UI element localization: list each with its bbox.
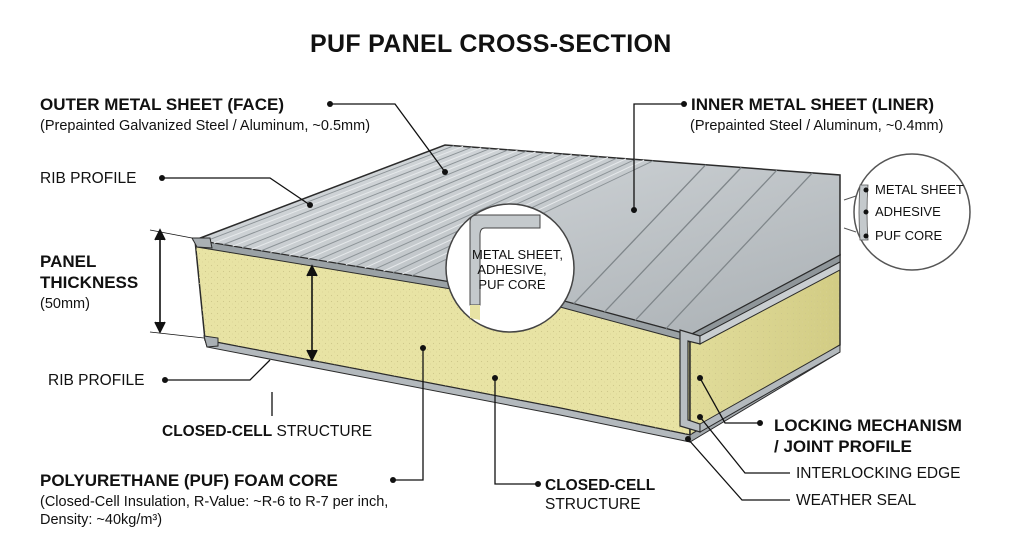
magnifier-center-line3: PUF CORE xyxy=(478,277,546,292)
rib-line-broad xyxy=(573,164,707,305)
label-locking-line2: / JOINT PROFILE xyxy=(774,437,912,456)
label-closed-cell-left-bold: CLOSED-CELL xyxy=(162,423,273,440)
rib-line xyxy=(279,150,527,255)
label-foam-core-spec-line1: (Closed-Cell Insulation, R-Value: ~R-6 t… xyxy=(40,494,389,510)
magnifier-center-line2: ADHESIVE, xyxy=(477,262,547,277)
label-panel-thickness-value: (50mm) xyxy=(40,296,90,312)
rib-line xyxy=(223,146,473,246)
label-inner-sheet: INNER METAL SHEET (LINER) xyxy=(691,95,935,114)
label-locking-line1: LOCKING MECHANISM xyxy=(774,416,962,435)
leader-lines xyxy=(162,103,790,501)
left-joint-groove xyxy=(191,237,219,348)
rib-line xyxy=(204,145,455,243)
label-interlocking-edge: INTERLOCKING EDGE xyxy=(796,465,961,482)
label-inner-sheet-spec: (Prepainted Steel / Aluminum, ~0.4mm) xyxy=(690,118,944,134)
rib-line xyxy=(355,156,600,267)
magnifier-center xyxy=(445,203,575,333)
rib-line-broad xyxy=(634,169,778,321)
magnifier-right xyxy=(843,153,971,271)
rib-line xyxy=(307,152,554,260)
label-rib-profile-top: RIB PROFILE xyxy=(40,170,137,187)
label-closed-cell-bottom-line2: STRUCTURE xyxy=(545,496,641,513)
label-outer-sheet: OUTER METAL SHEET (FACE) xyxy=(40,95,284,114)
label-closed-cell-left-rest: STRUCTURE xyxy=(272,423,373,440)
rib-line xyxy=(260,149,509,252)
label-rib-profile-bottom: RIB PROFILE xyxy=(48,372,145,389)
magnifier-center-line1: METAL SHEET, xyxy=(472,247,564,262)
page-title: PUF PANEL CROSS-SECTION xyxy=(310,30,672,58)
label-foam-core: POLYURETHANE (PUF) FOAM CORE xyxy=(40,471,338,490)
rib-line xyxy=(336,154,581,264)
rib-line-broad xyxy=(665,172,813,329)
label-panel-thickness-line2: THICKNESS xyxy=(40,273,139,292)
label-foam-core-spec-line2: Density: ~40kg/m³) xyxy=(40,512,163,528)
rib-line xyxy=(298,152,545,258)
rib-line xyxy=(326,154,572,263)
rib-line xyxy=(241,147,491,249)
rib-line xyxy=(251,148,500,250)
label-closed-cell-left: CLOSED-CELL STRUCTURE xyxy=(162,423,372,441)
magnifier-right-line3: PUF CORE xyxy=(875,228,943,243)
label-closed-cell-bottom-line1: CLOSED-CELL xyxy=(545,477,656,494)
rib-line xyxy=(213,145,464,244)
leader-dots xyxy=(159,101,869,487)
rib-line xyxy=(270,150,518,253)
rib-profile-lines xyxy=(204,145,813,329)
label-outer-sheet-spec: (Prepainted Galvanized Steel / Aluminum,… xyxy=(40,118,371,134)
rib-line xyxy=(345,155,591,266)
rib-line xyxy=(289,151,536,256)
rib-line-broad xyxy=(604,167,742,313)
magnifier-right-line2: ADHESIVE xyxy=(875,204,941,219)
label-weather-seal: WEATHER SEAL xyxy=(796,492,917,509)
label-panel-thickness-line1: PANEL xyxy=(40,252,97,271)
joint-profile xyxy=(679,261,841,433)
magnifier-right-line1: METAL SHEET xyxy=(875,182,964,197)
rib-line xyxy=(317,153,563,261)
thickness-arrow xyxy=(149,228,318,362)
